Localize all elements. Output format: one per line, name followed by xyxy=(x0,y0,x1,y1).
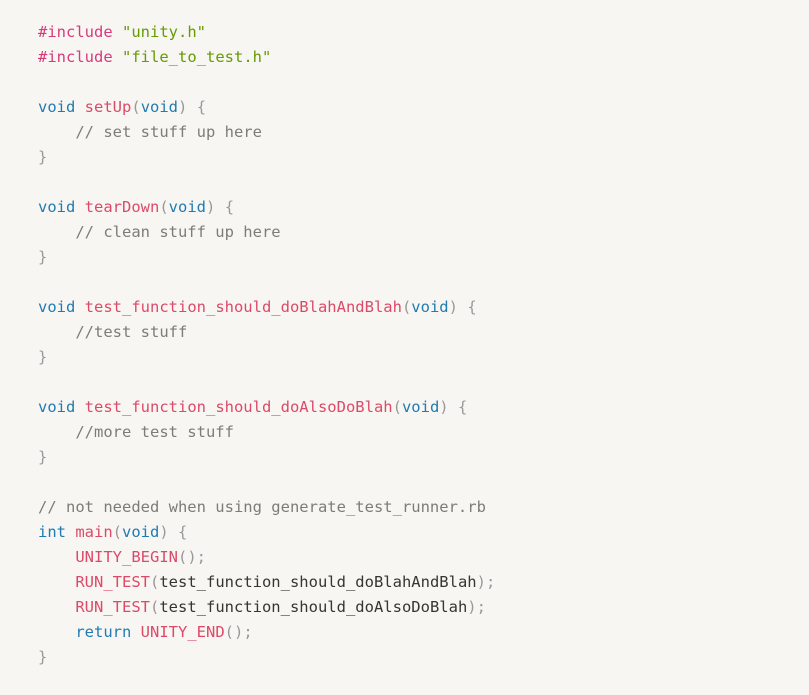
code-line: #include "unity.h" xyxy=(38,20,809,45)
code-token: setUp xyxy=(84,98,132,116)
code-token xyxy=(131,623,140,641)
code-token: // clean stuff up here xyxy=(38,223,281,241)
code-token xyxy=(215,198,224,216)
code-line xyxy=(38,470,809,495)
code-line: void setUp(void) { xyxy=(38,95,809,120)
code-token: ) xyxy=(178,98,188,116)
code-token xyxy=(75,398,84,416)
code-line: } xyxy=(38,245,809,270)
code-token: { xyxy=(196,98,207,116)
code-token: UNITY_END xyxy=(140,623,225,641)
code-token: { xyxy=(224,198,235,216)
code-token: void xyxy=(122,523,160,541)
code-token: ( xyxy=(149,573,160,591)
code-line: void tearDown(void) { xyxy=(38,195,809,220)
code-token: RUN_TEST xyxy=(75,573,150,591)
code-token: void xyxy=(38,298,76,316)
code-token: //test stuff xyxy=(38,323,188,341)
code-token: return xyxy=(75,623,132,641)
code-token: ( xyxy=(159,198,169,216)
code-token: #include xyxy=(38,48,122,66)
code-token xyxy=(66,523,75,541)
code-line: // set stuff up here xyxy=(38,120,809,145)
code-token: void xyxy=(140,98,179,116)
code-token: ( xyxy=(392,398,402,416)
code-token xyxy=(169,523,178,541)
code-token: ) xyxy=(439,398,449,416)
code-line xyxy=(38,270,809,295)
code-line: // not needed when using generate_test_r… xyxy=(38,495,809,520)
code-line xyxy=(38,70,809,95)
code-token: void xyxy=(168,198,206,216)
code-line: void test_function_should_doBlahAndBlah(… xyxy=(38,295,809,320)
code-line: } xyxy=(38,445,809,470)
code-token: "unity.h" xyxy=(122,23,206,41)
code-token: } xyxy=(38,448,48,466)
code-token: void xyxy=(38,198,76,216)
code-line: } xyxy=(38,145,809,170)
code-token: ( xyxy=(112,523,123,541)
code-token xyxy=(75,198,84,216)
code-token: ) xyxy=(206,198,216,216)
code-token xyxy=(38,573,75,591)
code-line: RUN_TEST(test_function_should_doAlsoDoBl… xyxy=(38,595,809,620)
code-token: test_function_should_doBlahAndBlah xyxy=(159,573,477,591)
code-token: ); xyxy=(467,598,486,616)
code-token: test_function_should_doBlahAndBlah xyxy=(84,298,402,316)
code-token: void xyxy=(38,398,76,416)
code-token: } xyxy=(38,148,48,166)
code-token: (); xyxy=(224,623,253,641)
code-line: } xyxy=(38,345,809,370)
code-line xyxy=(38,170,809,195)
code-token: ( xyxy=(131,98,141,116)
code-token xyxy=(38,623,75,641)
code-token: test_function_should_doAlsoDoBlah xyxy=(84,398,393,416)
code-line: // clean stuff up here xyxy=(38,220,809,245)
code-line xyxy=(38,370,809,395)
code-token: #include xyxy=(38,23,122,41)
code-token xyxy=(187,98,196,116)
code-token: { xyxy=(467,298,477,316)
code-token: int xyxy=(38,523,66,541)
code-token xyxy=(38,598,75,616)
code-token xyxy=(75,298,84,316)
code-token: } xyxy=(38,348,48,366)
code-token: ) xyxy=(159,523,169,541)
code-token: ); xyxy=(476,573,496,591)
code-token: ( xyxy=(149,598,160,616)
code-token: RUN_TEST xyxy=(75,598,150,616)
code-token: { xyxy=(457,398,468,416)
code-token xyxy=(75,98,84,116)
code-token: } xyxy=(38,248,48,266)
code-line: return UNITY_END(); xyxy=(38,620,809,645)
code-token: tearDown xyxy=(84,198,160,216)
code-line: RUN_TEST(test_function_should_doBlahAndB… xyxy=(38,570,809,595)
code-token: main xyxy=(75,523,113,541)
code-token: ) xyxy=(448,298,458,316)
code-token xyxy=(449,398,458,416)
code-line: } xyxy=(38,645,809,670)
code-token: (); xyxy=(177,548,206,566)
code-line: UNITY_BEGIN(); xyxy=(38,545,809,570)
code-token: // set stuff up here xyxy=(38,123,262,141)
code-token: { xyxy=(178,523,188,541)
code-line: int main(void) { xyxy=(38,520,809,545)
code-token: void xyxy=(401,398,440,416)
code-token: // not needed when using generate_test_r… xyxy=(38,498,486,516)
code-token xyxy=(38,548,75,566)
code-token: } xyxy=(38,648,48,666)
code-line: #include "file_to_test.h" xyxy=(38,45,809,70)
code-token: test_function_should_doAlsoDoBlah xyxy=(159,598,468,616)
code-token: ( xyxy=(401,298,412,316)
code-token xyxy=(458,298,467,316)
code-token: void xyxy=(38,98,76,116)
code-token: void xyxy=(411,298,449,316)
code-line: //more test stuff xyxy=(38,420,809,445)
code-line: void test_function_should_doAlsoDoBlah(v… xyxy=(38,395,809,420)
code-token: "file_to_test.h" xyxy=(122,48,272,66)
code-line: //test stuff xyxy=(38,320,809,345)
code-token: //more test stuff xyxy=(38,423,234,441)
code-token: UNITY_BEGIN xyxy=(75,548,178,566)
